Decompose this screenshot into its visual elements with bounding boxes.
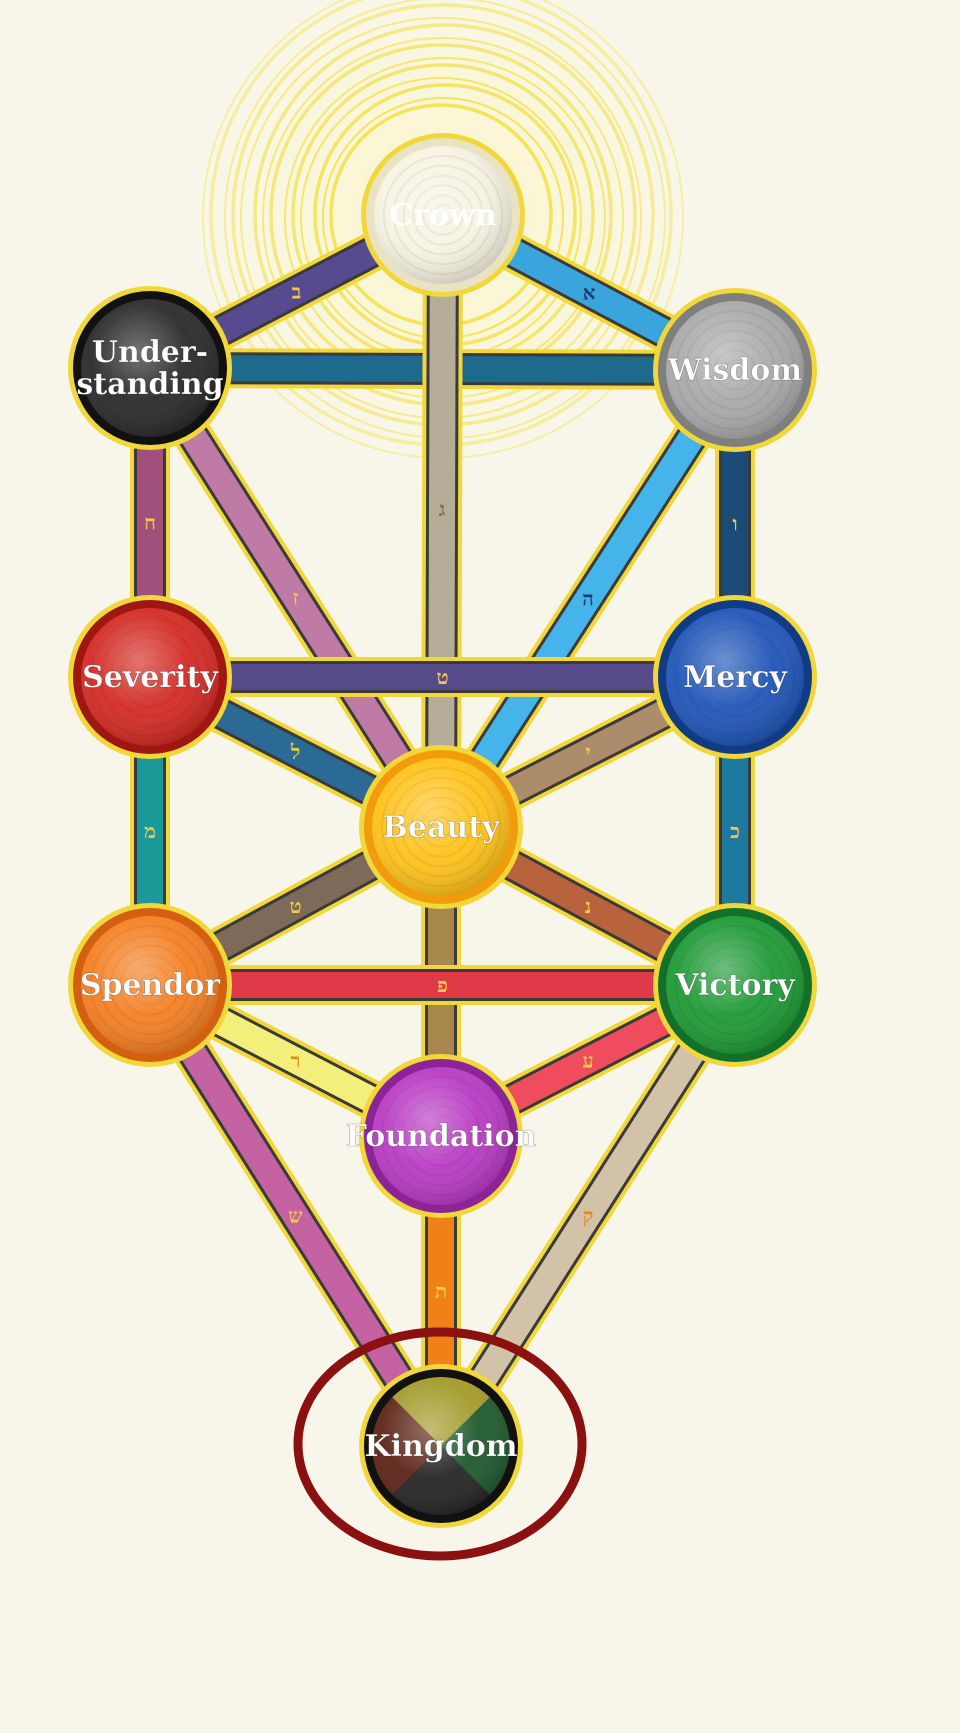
- sefira-foundation: Foundation: [345, 1054, 537, 1218]
- sefira-shine: [666, 916, 804, 1054]
- sefira-crown: Crown: [361, 133, 525, 297]
- path-letter: ק: [583, 1204, 594, 1228]
- path-letter: ז: [293, 586, 299, 610]
- path-letter: ת: [435, 1279, 447, 1303]
- sefira-label: standing: [76, 367, 223, 402]
- highlight-layer: [293, 1327, 587, 1561]
- path-letter: ב: [292, 280, 302, 304]
- path-letter: מ: [144, 819, 156, 843]
- sefira-label: Spendor: [80, 968, 222, 1003]
- sefira-victory: Victory: [653, 903, 817, 1067]
- sefira-shine: [372, 1377, 510, 1515]
- path-band: [430, 362, 746, 835]
- path-letter: ט: [436, 665, 448, 689]
- path-letter: כ: [730, 819, 740, 843]
- sefira-label: Foundation: [346, 1119, 537, 1154]
- sefira-shine: [666, 301, 804, 439]
- path-splendor-kingdom: [133, 974, 458, 1457]
- path-band: [150, 664, 735, 690]
- path-letter: פ: [437, 973, 448, 997]
- sefira-label: Victory: [674, 968, 796, 1003]
- path-letter: ר: [291, 1049, 301, 1073]
- path-letter: ט: [289, 894, 301, 918]
- sefira-beauty: Beauty: [359, 745, 523, 909]
- path-letter: י: [585, 740, 590, 764]
- path-letter: ע: [582, 1049, 593, 1073]
- path-band: [428, 214, 456, 828]
- sefira-shine: [666, 608, 804, 746]
- path-letter: ה: [582, 587, 594, 611]
- sefira-severity: Severity: [68, 595, 232, 759]
- sefira-kingdom: Kingdom: [359, 1364, 523, 1528]
- sefira-wisdom: Wisdom: [653, 288, 817, 452]
- path-letter: ג: [439, 497, 446, 521]
- path-severity-mercy: [150, 657, 735, 697]
- sefira-understanding: Under-standing: [68, 286, 232, 450]
- sefira-shine: [372, 1067, 510, 1205]
- sefira-shine: [374, 146, 512, 284]
- path-letter: ל: [290, 740, 300, 764]
- path-band: [139, 978, 452, 1453]
- path-letter: ש: [288, 1204, 302, 1228]
- path-crown-beauty: [421, 214, 463, 828]
- path-letter: א: [583, 281, 596, 305]
- path-letter: נ: [585, 894, 592, 918]
- sefira-shine: [372, 758, 510, 896]
- sefira-label: Wisdom: [667, 353, 802, 388]
- path-letter: ח: [144, 511, 156, 535]
- path-band: [430, 978, 746, 1453]
- path-splendor-victory: [150, 965, 735, 1005]
- sefira-shine: [81, 608, 219, 746]
- path-victory-kingdom: [424, 974, 752, 1457]
- highlight-ring: [293, 1327, 587, 1561]
- sefira-label: Severity: [82, 660, 219, 695]
- sefira-shine: [81, 916, 219, 1054]
- sefira-label: Crown: [389, 198, 497, 233]
- sefira-label: Kingdom: [365, 1429, 518, 1464]
- sefira-shine: [81, 299, 219, 437]
- sefira-splendor: Spendor: [68, 903, 232, 1067]
- sefira-label: Mercy: [683, 660, 788, 695]
- path-understanding-beauty: [133, 357, 458, 838]
- sefira-label: Under-: [92, 335, 208, 370]
- path-band: [150, 972, 735, 998]
- path-wisdom-beauty: [424, 359, 752, 838]
- sefira-mercy: Mercy: [653, 595, 817, 759]
- sefira-label: Beauty: [383, 810, 502, 845]
- path-band: [139, 361, 452, 834]
- path-letter: ו: [732, 512, 737, 536]
